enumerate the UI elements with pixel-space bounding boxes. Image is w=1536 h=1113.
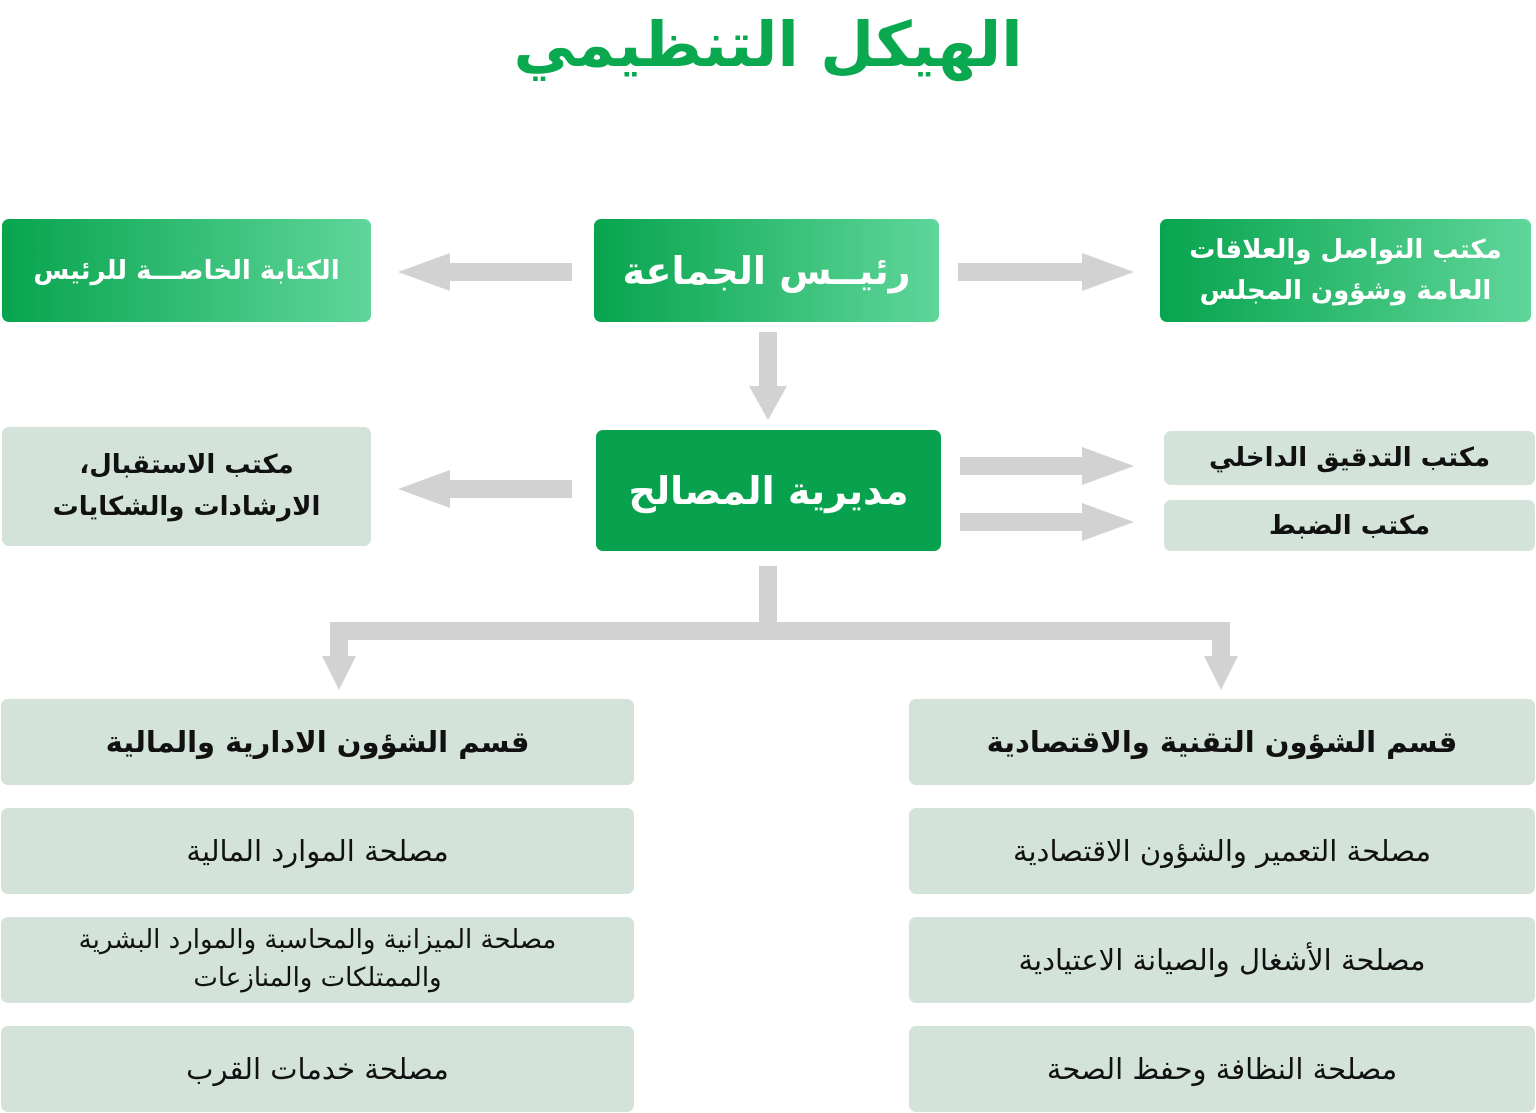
arrow-directorate-to-audit (960, 447, 1134, 485)
president-label: رئيــس الجماعة (622, 248, 911, 293)
technical-service-label: مصلحة التعمير والشؤون الاقتصادية (1012, 834, 1432, 868)
private-secretariat-label: الكتابة الخاصـــة للرئيس (33, 255, 340, 286)
admin-service-line1: مصلحة الميزانية والمحاسبة والموارد البشر… (78, 925, 557, 956)
connector-trunk (759, 566, 777, 632)
technical-service-box: مصلحة التعمير والشؤون الاقتصادية (909, 808, 1535, 894)
arrow-president-to-communication (958, 253, 1134, 291)
arrow-to-technical-division (1204, 622, 1238, 690)
audit-office-box: مكتب التدقيق الداخلي (1164, 431, 1535, 485)
reception-office-line1: مكتب الاستقبال، (79, 449, 294, 480)
directorate-box: مديرية المصالح (596, 430, 941, 551)
president-box: رئيــس الجماعة (594, 219, 939, 322)
arrow-president-to-directorate (749, 332, 787, 420)
admin-service-label: مصلحة خدمات القرب (186, 1052, 449, 1086)
arrow-directorate-to-reception (398, 470, 572, 508)
directorate-label: مديرية المصالح (628, 468, 909, 513)
technical-service-box: مصلحة النظافة وحفظ الصحة (909, 1026, 1535, 1112)
reception-office-line2: الارشادات والشكايات (52, 491, 321, 522)
technical-service-label: مصلحة النظافة وحفظ الصحة (1046, 1052, 1398, 1086)
arrow-to-admin-division (322, 622, 356, 690)
private-secretariat-box: الكتابة الخاصـــة للرئيس (2, 219, 371, 322)
control-office-label: مكتب الضبط (1268, 510, 1431, 541)
technical-service-label: مصلحة الأشغال والصيانة الاعتيادية (1018, 943, 1426, 977)
technical-division-box: قسم الشؤون التقنية والاقتصادية (909, 699, 1535, 785)
communication-office-box: مكتب التواصل والعلاقات العامة وشؤون المج… (1160, 219, 1531, 322)
communication-office-line1: مكتب التواصل والعلاقات (1189, 235, 1502, 266)
reception-office-box: مكتب الاستقبال، الارشادات والشكايات (2, 427, 371, 546)
admin-service-box: مصلحة الموارد المالية (1, 808, 634, 894)
page-title: الهيكل التنظيمي (513, 8, 1023, 81)
admin-service-box: مصلحة خدمات القرب (1, 1026, 634, 1112)
communication-office-line2: العامة وشؤون المجلس (1199, 275, 1492, 306)
admin-service-box: مصلحة الميزانية والمحاسبة والموارد البشر… (1, 917, 634, 1003)
control-office-box: مكتب الضبط (1164, 500, 1535, 551)
connector-bar (330, 622, 1230, 640)
technical-division-title: قسم الشؤون التقنية والاقتصادية (986, 725, 1458, 759)
technical-service-box: مصلحة الأشغال والصيانة الاعتيادية (909, 917, 1535, 1003)
admin-service-line2: والممتلكات والمنازعات (193, 963, 442, 993)
arrow-president-to-secretariat (398, 253, 572, 291)
admin-division-title: قسم الشؤون الادارية والمالية (105, 725, 530, 759)
audit-office-label: مكتب التدقيق الداخلي (1208, 443, 1491, 473)
admin-service-label: مصلحة الموارد المالية (186, 834, 449, 868)
arrow-directorate-to-control (960, 503, 1134, 541)
admin-division-box: قسم الشؤون الادارية والمالية (1, 699, 634, 785)
